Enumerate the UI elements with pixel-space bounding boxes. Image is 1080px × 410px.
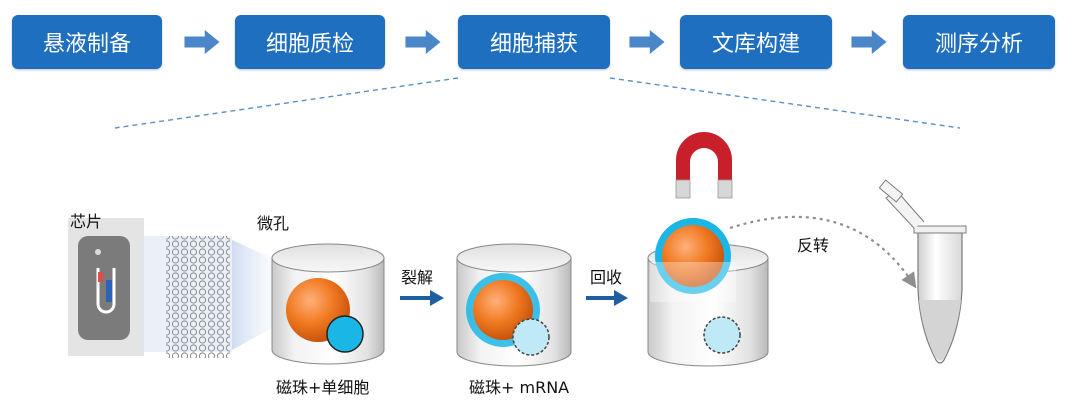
step-label: 悬液制备	[42, 32, 131, 57]
label-recover: 回收	[590, 268, 623, 287]
flow-arrow-icon	[851, 30, 887, 54]
flow-arrow-icon	[184, 30, 220, 54]
step-library-build: 文库构建	[680, 15, 832, 69]
label-invert: 反转	[797, 236, 830, 255]
step-label: 细胞捕获	[489, 32, 578, 57]
step-label: 细胞质检	[265, 32, 354, 57]
chip-icon	[68, 218, 144, 356]
step-cell-qc: 细胞质检	[235, 15, 385, 69]
zoom-line-left	[114, 77, 459, 129]
magnet-icon	[675, 132, 733, 199]
tube-icon	[878, 179, 967, 364]
step-label: 测序分析	[934, 32, 1023, 57]
microwell-grid	[166, 236, 230, 358]
zoom-line-right	[609, 77, 961, 129]
lysis-arrow-icon	[430, 290, 444, 306]
transfer-path	[729, 215, 917, 289]
step-label: 文库构建	[711, 32, 800, 57]
microwell-cylinder-1	[271, 243, 385, 365]
microwell-cylinder-3	[647, 218, 769, 367]
label-beads-single-cell: 磁珠+单细胞	[276, 378, 370, 397]
label-lysis: 裂解	[401, 268, 434, 287]
step-cell-capture: 细胞捕获	[458, 15, 610, 69]
label-beads-mrna: 磁珠+ mRNA	[469, 378, 570, 397]
label-microwell: 微孔	[257, 214, 290, 233]
label-chip: 芯片	[70, 212, 103, 231]
recover-arrow-icon	[614, 290, 628, 306]
flow-arrow-icon	[629, 30, 665, 54]
flow-arrow-icon	[405, 30, 441, 54]
microwell-cylinder-2	[456, 243, 572, 367]
step-sequencing-analysis: 测序分析	[903, 15, 1055, 69]
step-suspension-prep: 悬液制备	[12, 15, 162, 69]
